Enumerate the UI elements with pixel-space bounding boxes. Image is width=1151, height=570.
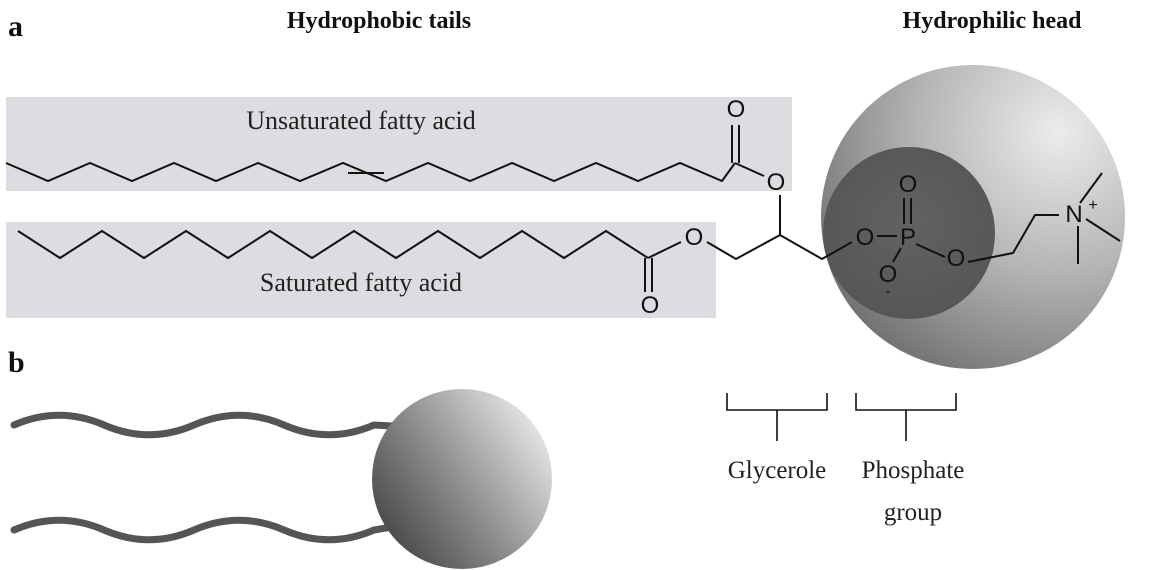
simplified-tail-lower <box>10 516 396 544</box>
oxygen-phosphate-top: O <box>899 171 918 198</box>
positive-charge: + <box>1088 197 1097 214</box>
oxygen-ester-upper: O <box>767 169 786 196</box>
p-o-bond-lower <box>892 247 902 263</box>
ester-bond-lower <box>647 241 682 259</box>
hydrophobic-tails-heading: Hydrophobic tails <box>287 8 471 34</box>
negative-charge: - <box>885 283 890 300</box>
saturated-fatty-acid-label: Saturated fatty acid <box>260 268 462 297</box>
n-methyl-bond-top <box>1079 172 1103 204</box>
saturated-chain-bond <box>17 229 649 260</box>
oxygen-ester-lower: O <box>685 224 704 251</box>
oxygen-phosphate-bottom: O <box>879 261 898 288</box>
oxygen-phosphate-right: O <box>947 245 966 272</box>
simplified-head-ball <box>372 389 552 569</box>
phosphate-brace <box>855 393 957 441</box>
p-o-bond-right <box>915 243 946 258</box>
saturated-fatty-acid-box <box>6 222 716 318</box>
phosphorus-atom: P <box>900 224 916 251</box>
unsaturated-chain-bond <box>5 161 736 183</box>
panel-label-a: a <box>8 10 23 43</box>
oxygen-carbonyl-lower: O <box>641 292 660 319</box>
phosphate-group-sphere <box>823 147 995 319</box>
nitrogen-atom: N <box>1065 201 1082 228</box>
choline-chain <box>967 214 1059 263</box>
oxygen-carbonyl-upper: O <box>727 96 746 123</box>
simplified-tail-upper <box>10 411 396 439</box>
panel-label-b: b <box>8 346 25 379</box>
n-methyl-bond-right <box>1085 218 1121 242</box>
unsaturated-fatty-acid-label: Unsaturated fatty acid <box>246 106 476 135</box>
phosphate-label-line2: group <box>884 499 942 526</box>
hydrophilic-head-heading: Hydrophilic head <box>903 8 1083 34</box>
glycerol-brace <box>726 393 828 441</box>
ester-bond-upper <box>734 162 765 177</box>
oxygen-phosphate-left: O <box>856 224 875 251</box>
phosphate-label-line1: Phosphate <box>862 457 965 484</box>
glycerol-label: Glycerole <box>728 457 827 484</box>
